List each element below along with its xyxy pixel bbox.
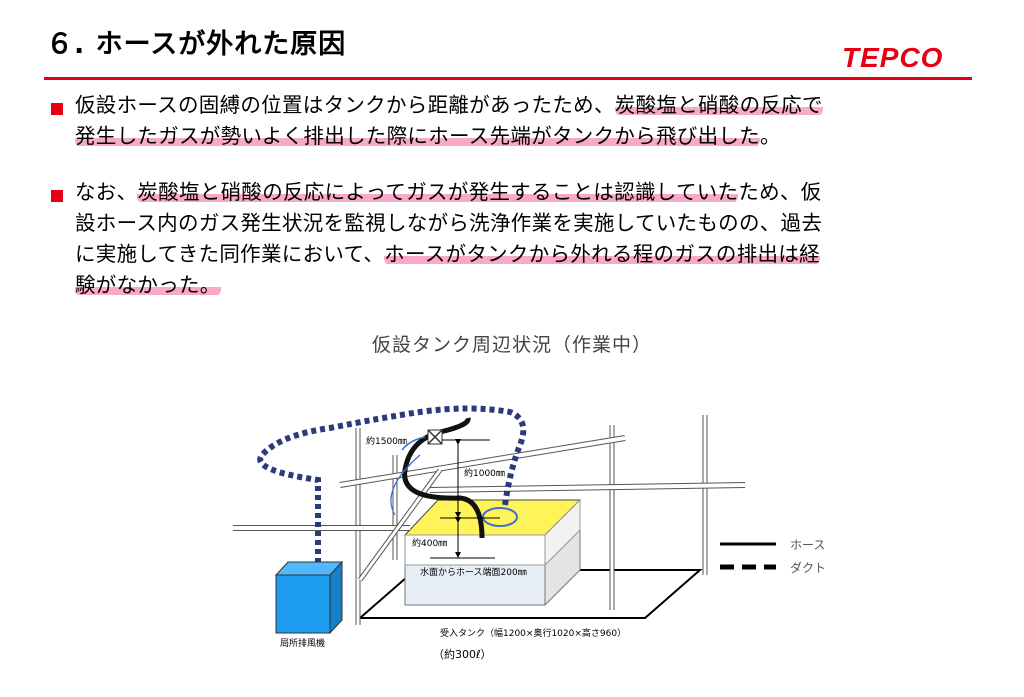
paragraph-text: 設ホース内のガス発生状況を監視しながら洗浄作業を実施していたものの、過去 [75,211,823,235]
bullet-paragraph-1: 仮設ホースの固縛の位置はタンクから距離があったため、炭酸塩と硝酸の反応で発生した… [75,90,965,152]
bullet-marker [51,190,63,202]
highlighted-text: 発生したガスが勢いよく排出した際にホース先端がタンクから飛び出した [75,124,760,148]
diagram-caption: 仮設タンク周辺状況（作業中） [371,334,652,356]
tank-label: 受入タンク（幅1200×奥行1020×高さ960） [440,627,626,639]
paragraph-line: に実施してきた同作業において、ホースがタンクから外れる程のガスの排出は経 [75,239,965,270]
paragraph-text: 。 [759,124,781,148]
dim-label-400: 約400㎜ [412,537,447,549]
highlighted-text: 験がなかった。 [75,273,221,297]
tepco-logo: TEPCO [842,42,944,73]
paragraph-line: 設ホース内のガス発生状況を監視しながら洗浄作業を実施していたものの、過去 [75,208,965,239]
paragraph-text: ため、仮 [738,180,822,204]
paragraph-text: 仮設ホースの固縛の位置はタンクから距離があったため、 [75,93,615,117]
highlighted-text: ホースがタンクから外れる程のガスの排出は経 [384,242,820,266]
title-divider [44,77,972,80]
page-title: ６. ホースが外れた原因 [46,29,347,60]
bullet-paragraph-2: なお、炭酸塩と硝酸の反応によってガスが発生することは認識していたため、仮設ホース… [75,177,965,301]
receiving-tank [403,498,582,607]
dim-label-1000: 約1000㎜ [464,467,505,479]
scaffold-bar [429,483,746,492]
tank-volume-label: （約300ℓ） [433,647,492,661]
exhaust-fan-box [274,560,344,635]
legend-hose-label: ホース [790,538,825,552]
legend-duct-label: ダクト [790,560,826,575]
exhaust-fan-label: 局所排風機 [280,637,325,649]
floor-frame [357,569,703,619]
highlighted-text: 炭酸塩と硝酸の反応によってガスが発生することは認識していた [137,180,739,204]
bullet-marker [51,103,63,115]
scaffold-bar [339,436,626,487]
highlighted-text: 炭酸塩と硝酸の反応で [614,93,823,117]
dim-label-1500: 約1500㎜ [366,435,407,447]
paragraph-line: なお、炭酸塩と硝酸の反応によってガスが発生することは認識していたため、仮 [75,177,965,208]
scaffold-brace [358,469,442,581]
paragraph-line: 発生したガスが勢いよく排出した際にホース先端がタンクから飛び出した。 [75,121,965,152]
paragraph-line: 験がなかった。 [75,270,965,301]
fastening-point-icon [427,429,443,445]
paragraph-line: 仮設ホースの固縛の位置はタンクから距離があったため、炭酸塩と硝酸の反応で [75,90,965,121]
dim-label-water-to-hose: 水面からホース端面200㎜ [420,566,527,578]
duct-line [257,405,527,608]
paragraph-text: に実施してきた同作業において、 [75,242,385,266]
paragraph-text: なお、 [75,180,138,204]
